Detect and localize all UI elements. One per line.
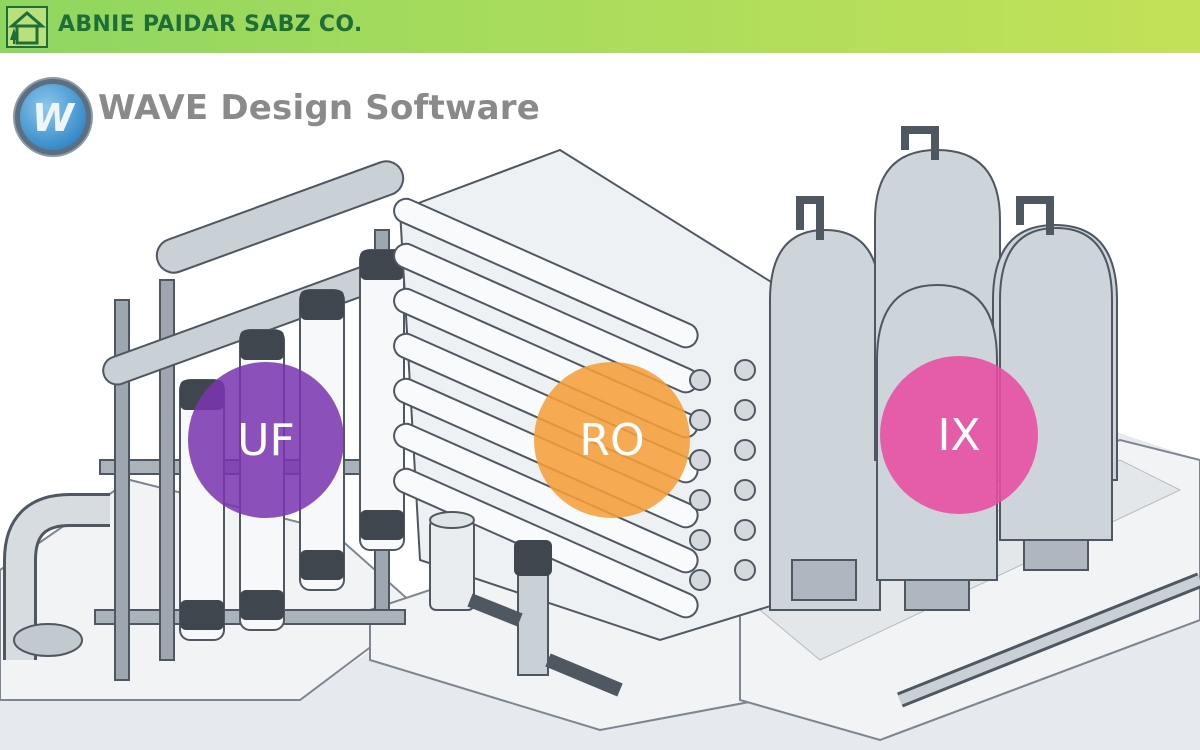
company-name: ABNIE PAIDAR SABZ CO. [58,12,363,37]
uf-badge: UF [188,362,344,518]
ix-badge: IX [880,356,1038,514]
wave-logo-letter: W [32,96,76,140]
product-title: WAVE Design Software [98,88,540,128]
uf-skid [3,160,406,681]
header-bar: ABNIE PAIDAR SABZ CO. [0,0,1200,53]
house-tree-icon [6,6,48,48]
wave-w-icon: W [13,77,93,157]
ro-badge: RO [534,362,690,518]
